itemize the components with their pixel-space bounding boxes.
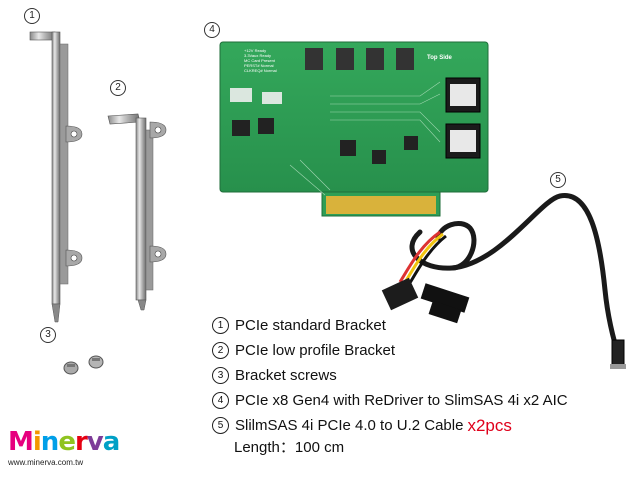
bracket-screws bbox=[63, 355, 104, 375]
led-label: MC Card Present bbox=[244, 58, 275, 63]
legend-number: 1 bbox=[212, 317, 229, 334]
legend-text: PCIe standard Bracket bbox=[235, 317, 386, 334]
led-label: PERST# Normal bbox=[244, 63, 274, 68]
logo-letter: M bbox=[8, 427, 34, 457]
legend-number: 2 bbox=[212, 342, 229, 359]
minerva-logo: Minerva www.minerva.com.tw bbox=[8, 427, 120, 467]
legend-text: SlilmSAS 4i PCIe 4.0 to U.2 Cable bbox=[235, 417, 464, 434]
legend-number: 3 bbox=[212, 367, 229, 384]
logo-wordmark: Minerva bbox=[8, 427, 120, 457]
legend-text: Bracket screws bbox=[235, 367, 337, 384]
cable-length: Length：100 cm bbox=[234, 439, 345, 456]
legend-item-5: 5 SlilmSAS 4i PCIe 4.0 to U.2 Cable x2pc… bbox=[212, 413, 632, 438]
logo-letter: v bbox=[86, 427, 104, 457]
legend-number: 4 bbox=[212, 392, 229, 409]
led-label: +12V Ready bbox=[244, 48, 267, 53]
legend-item-4: 4 PCIe x8 Gen4 with ReDriver to SlimSAS … bbox=[212, 388, 632, 413]
item-legend: 1 PCIe standard Bracket 2 PCIe low profi… bbox=[212, 313, 632, 458]
logo-url: www.minerva.com.tw bbox=[8, 458, 84, 467]
legend-text: PCIe low profile Bracket bbox=[235, 342, 396, 359]
board-top-side-label: Top Side bbox=[427, 55, 452, 61]
led-label: 3.3Vaux Ready bbox=[244, 53, 272, 58]
legend-item-3: 3 Bracket screws bbox=[212, 363, 632, 388]
quantity-badge: x2pcs bbox=[467, 415, 512, 435]
logo-letter: r bbox=[74, 427, 88, 457]
logo-letter: i bbox=[32, 427, 42, 457]
legend-item-1: 1 PCIe standard Bracket bbox=[212, 313, 632, 338]
legend-text: PCIe x8 Gen4 with ReDriver to SlimSAS 4i… bbox=[235, 392, 568, 409]
legend-number: 5 bbox=[212, 417, 229, 434]
logo-letter: e bbox=[58, 427, 76, 457]
callout-2: 2 bbox=[110, 80, 126, 96]
gold-fingers bbox=[326, 196, 436, 214]
cable bbox=[381, 193, 626, 369]
low-profile-bracket bbox=[107, 113, 167, 311]
standard-bracket bbox=[29, 31, 83, 323]
logo-letter: n bbox=[40, 427, 59, 457]
led-label: CLKREQ# Normal bbox=[244, 68, 277, 73]
callout-3: 3 bbox=[40, 327, 56, 343]
aic-board bbox=[219, 41, 489, 217]
legend-item-2: 2 PCIe low profile Bracket bbox=[212, 338, 632, 363]
callout-5: 5 bbox=[550, 172, 566, 188]
callout-4: 4 bbox=[204, 22, 220, 38]
logo-letter: a bbox=[102, 427, 121, 457]
callout-1: 1 bbox=[24, 8, 40, 24]
board-led-labels: +12V Ready 3.3Vaux Ready MC Card Present… bbox=[244, 48, 277, 73]
